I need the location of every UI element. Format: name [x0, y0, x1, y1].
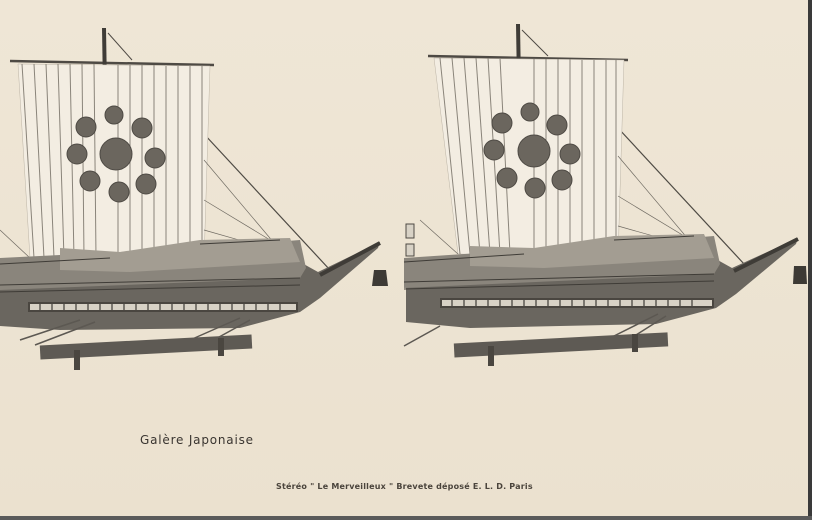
card-right-edge [808, 0, 812, 520]
galley-ship-illustration [403, 23, 807, 366]
left-stereo-photo [0, 0, 400, 380]
card-bottom-edge [0, 516, 812, 520]
right-stereo-photo [400, 0, 808, 380]
card-title: Galère Japonaise [140, 433, 254, 447]
galley-ship-illustration [0, 27, 388, 370]
publisher-line: Stéréo " Le Merveilleux " Brevete déposé… [276, 482, 533, 491]
